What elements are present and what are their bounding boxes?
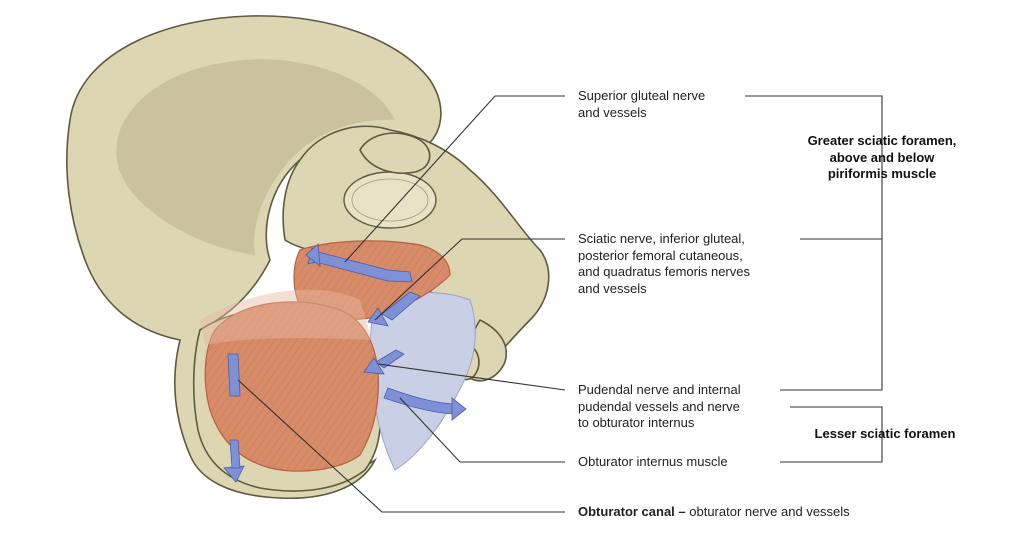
arrow-sciatic — [381, 291, 421, 321]
leader-sciatic — [374, 238, 565, 321]
leader-superior-gluteal — [344, 95, 565, 263]
vertebral-body-inner — [351, 178, 429, 222]
label-superior-gluteal: Superior gluteal nerve and vessels — [578, 88, 706, 120]
group-lesser-sciatic-foramen: Lesser sciatic foramen — [814, 426, 956, 441]
muscle-sheet — [200, 289, 372, 345]
sacrotuberous-ligament — [369, 292, 476, 471]
arrow-obturator-canal — [227, 353, 241, 397]
obturator-canal-term: Obturator canal – — [578, 504, 686, 519]
label-sciatic-nerve: Sciatic nerve, inferior gluteal, posteri… — [578, 231, 750, 296]
arrow-pudendal-head — [363, 357, 385, 375]
leader-pudendal — [377, 363, 566, 391]
arrow-pudendal — [375, 349, 405, 369]
arrow-obturator-internus-head — [451, 397, 467, 421]
group-greater-sciatic-foramen: Greater sciatic foramen, above and below… — [807, 133, 957, 181]
obturator-internus-fibers — [205, 301, 379, 472]
arrow-obturator-canal-tail — [229, 439, 241, 469]
arrow-superior-gluteal-head — [305, 243, 321, 267]
label-obturator-internus: Obturator internus muscle — [578, 454, 728, 469]
leader-obturator-canal — [237, 379, 565, 513]
leader-obturator-internus — [399, 397, 565, 463]
obturator-canal-desc: obturator nerve and vessels — [685, 504, 850, 519]
articular-process — [359, 132, 431, 174]
vertebral-body — [343, 171, 437, 229]
bracket-lesser-sciatic — [780, 406, 883, 463]
iliac-fossa — [116, 59, 395, 256]
label-obturator-canal: Obturator canal – obturator nerve and ve… — [578, 504, 850, 521]
label-pudendal-nerve: Pudendal nerve and internal pudendal ves… — [578, 382, 741, 430]
bracket-greater-sciatic — [745, 95, 883, 391]
